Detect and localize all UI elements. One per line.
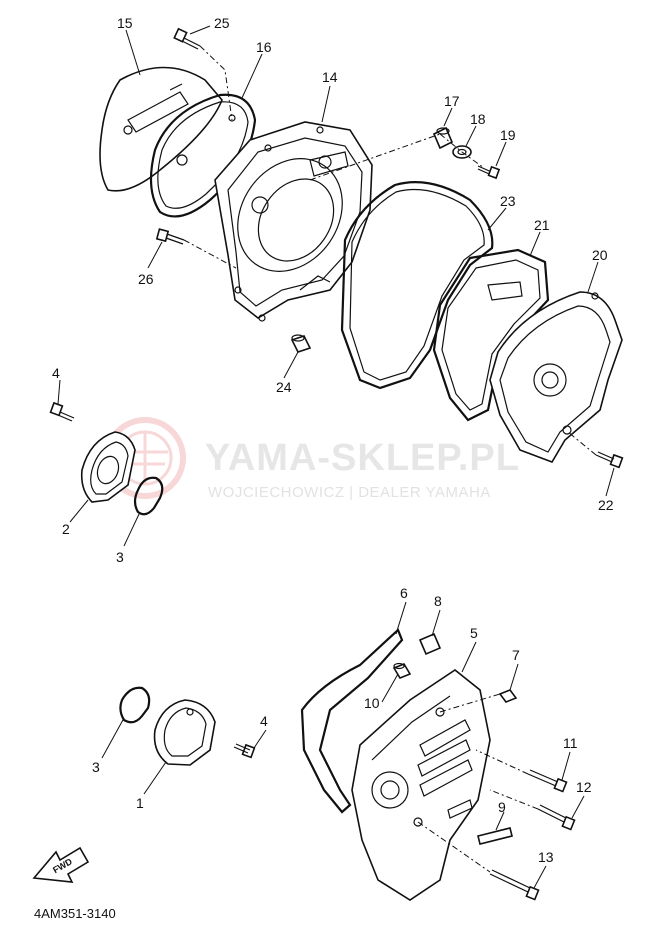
callout-24: 24 xyxy=(276,379,292,395)
part-22-bolt xyxy=(595,451,624,469)
part-19-bolt xyxy=(477,165,501,180)
part-26-bolt xyxy=(155,228,185,245)
part-3-gasket-lower xyxy=(119,686,151,724)
callout-23: 23 xyxy=(500,193,516,209)
callout-26: 26 xyxy=(138,271,154,287)
watermark-title: YAMA-SKLEP.PL xyxy=(205,437,520,479)
assembly-lines xyxy=(183,45,597,873)
callout-4-upper: 4 xyxy=(52,365,60,381)
callout-15: 15 xyxy=(117,15,133,31)
part-6-gasket xyxy=(300,628,404,814)
callout-4-lower: 4 xyxy=(260,713,268,729)
callout-19: 19 xyxy=(500,127,516,143)
part-1-cover xyxy=(153,699,216,766)
callout-13: 13 xyxy=(538,849,554,865)
part-13-bolt xyxy=(489,869,540,901)
part-2-cover xyxy=(80,431,136,503)
callout-6: 6 xyxy=(400,585,408,601)
part-12-bolt xyxy=(537,804,576,831)
part-9-label xyxy=(477,827,513,845)
callout-labels: 15 25 16 14 17 18 19 23 21 20 26 24 4 22… xyxy=(52,15,614,865)
callout-20: 20 xyxy=(592,247,608,263)
part-7-nut xyxy=(498,689,518,703)
callout-12: 12 xyxy=(576,779,592,795)
callout-22: 22 xyxy=(598,497,614,513)
part-25-bolt xyxy=(173,27,201,50)
callout-14: 14 xyxy=(322,69,338,85)
callout-5: 5 xyxy=(470,625,478,641)
part-4-bolt-upper xyxy=(49,401,75,422)
leader-lines xyxy=(57,25,615,889)
watermark: YAMA-SKLEP.PL WOJCIECHOWICZ | DEALER YAM… xyxy=(104,417,520,501)
callout-8: 8 xyxy=(434,593,442,609)
callout-21: 21 xyxy=(534,217,550,233)
callout-3-lower: 3 xyxy=(92,759,100,775)
part-3-gasket-upper xyxy=(133,476,164,516)
part-17-plug xyxy=(432,126,454,150)
callout-7: 7 xyxy=(512,647,520,663)
callout-2: 2 xyxy=(62,521,70,537)
part-24-dowel xyxy=(290,334,312,353)
callout-25: 25 xyxy=(214,15,230,31)
callout-1: 1 xyxy=(136,795,144,811)
watermark-subtitle: WOJCIECHOWICZ | DEALER YAMAHA xyxy=(208,484,491,501)
part-5-sprocket-cover xyxy=(351,669,491,901)
part-23-gasket xyxy=(340,181,494,390)
part-4-bolt-lower xyxy=(233,743,256,759)
diagram-reference-code: 4AM351-3140 xyxy=(34,906,116,921)
callout-16: 16 xyxy=(256,39,272,55)
callout-18: 18 xyxy=(470,111,486,127)
part-20-outer-cover xyxy=(489,291,623,463)
forward-arrow-icon: FWD xyxy=(32,846,90,883)
part-11-bolt xyxy=(527,769,568,793)
part-15-cover-plate xyxy=(99,66,223,192)
part-8-label xyxy=(418,632,442,656)
callout-17: 17 xyxy=(444,93,460,109)
callout-10: 10 xyxy=(364,695,380,711)
callout-11: 11 xyxy=(563,735,578,751)
callout-9: 9 xyxy=(498,799,506,815)
callout-3-upper: 3 xyxy=(116,549,124,565)
